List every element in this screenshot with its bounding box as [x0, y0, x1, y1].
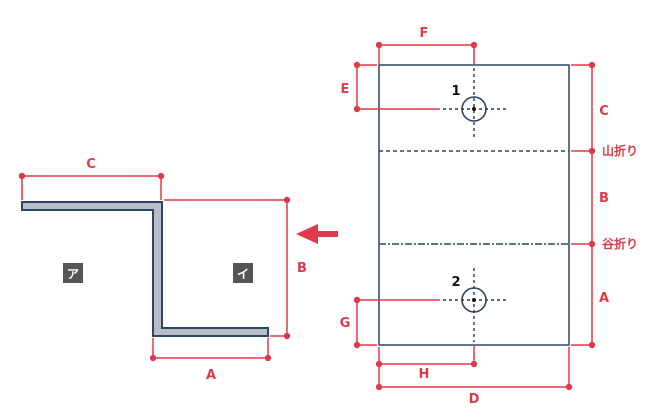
- dim-endpoint: [18, 172, 26, 180]
- dim-endpoint: [375, 383, 383, 391]
- dim-endpoint: [353, 105, 361, 113]
- flat-label-h: H: [419, 367, 430, 382]
- flat-label-f: F: [420, 26, 429, 41]
- flat-label-b: B: [599, 191, 609, 206]
- left-arrow-icon: [296, 224, 338, 244]
- badge-i-text: イ: [237, 267, 249, 281]
- valley-fold-label: 谷折り: [602, 236, 638, 251]
- flat-label-c: C: [599, 104, 609, 119]
- mountain-fold-label: 山折り: [602, 143, 638, 158]
- hole-2: [443, 268, 507, 342]
- badge-i: [233, 263, 253, 283]
- badge-a: [63, 263, 83, 283]
- flat-dimension-d: [378, 347, 570, 388]
- dim-endpoint: [470, 41, 478, 49]
- dim-endpoint: [470, 360, 478, 368]
- hole-1-label: 1: [451, 84, 460, 99]
- dim-endpoint: [353, 341, 361, 349]
- dim-endpoint: [353, 61, 361, 69]
- dim-endpoint: [157, 172, 165, 180]
- flat-dimension-f: [378, 44, 475, 64]
- side-dimension-a: [152, 338, 269, 359]
- dim-endpoint: [588, 61, 596, 69]
- dim-endpoint: [283, 196, 291, 204]
- side-label-b: B: [297, 261, 307, 276]
- dim-endpoint: [588, 147, 596, 155]
- dim-endpoint: [375, 360, 383, 368]
- hole-2-label: 2: [451, 275, 460, 290]
- side-dimension-b: [164, 199, 288, 337]
- side-view: C B A ア イ: [18, 157, 338, 383]
- hole-1: [443, 68, 507, 138]
- side-label-c: C: [86, 157, 96, 172]
- flat-dimension-right: [571, 64, 593, 346]
- flat-label-d: D: [469, 392, 480, 407]
- dim-endpoint: [149, 354, 157, 362]
- dim-endpoint: [588, 240, 596, 248]
- dim-endpoint: [375, 41, 383, 49]
- bracket-profile: [21, 201, 269, 337]
- flat-dimension-h: [378, 345, 475, 365]
- flat-label-e: E: [341, 82, 350, 97]
- flat-label-a: A: [599, 291, 609, 306]
- dim-endpoint: [565, 383, 573, 391]
- flat-dimension-g: [356, 299, 440, 346]
- badge-a-text: ア: [67, 267, 79, 281]
- dim-endpoint: [264, 354, 272, 362]
- flat-label-g: G: [340, 316, 351, 331]
- flat-dimension-e: [356, 64, 440, 110]
- side-dimension-c: [21, 175, 162, 200]
- flat-view: 1 2 F E: [340, 26, 638, 407]
- dim-endpoint: [283, 332, 291, 340]
- side-label-a: A: [206, 368, 216, 383]
- dim-endpoint: [588, 341, 596, 349]
- dim-endpoint: [353, 296, 361, 304]
